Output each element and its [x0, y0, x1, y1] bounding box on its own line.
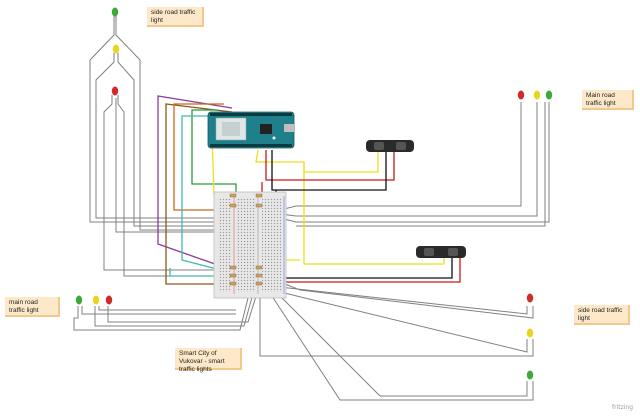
led-yellow — [526, 328, 534, 338]
breadboard — [213, 191, 287, 299]
traffic-light-side-road-right — [526, 293, 534, 380]
fritzing-logo: fritzing — [612, 404, 634, 411]
led-yellow — [112, 44, 120, 57]
note-side-road-top: side road traffic light — [147, 7, 204, 27]
led-red — [526, 293, 534, 303]
led-yellow — [533, 90, 541, 100]
led-green — [526, 370, 534, 380]
led-red — [111, 86, 119, 99]
resistors — [229, 193, 263, 286]
led-red — [105, 295, 113, 305]
note-main-road-left: main road traffic light — [5, 297, 60, 317]
note-text: Smart City of Vukovar - smart traffic li… — [179, 350, 225, 373]
note-main-road-right: Main road traffic light — [582, 90, 634, 110]
traffic-light-side-road-top — [111, 7, 120, 99]
note-side-road-right: side road traffic light — [574, 305, 630, 325]
note-text: Main road traffic light — [586, 92, 616, 107]
note-caption: Smart City of Vukovar - smart traffic li… — [175, 348, 242, 373]
traffic-light-main-road-right — [517, 90, 553, 100]
led-green — [545, 90, 553, 100]
note-text: side road traffic light — [151, 9, 196, 24]
led-green — [75, 295, 83, 305]
note-text: side road traffic light — [578, 307, 623, 322]
colored-wires — [157, 95, 461, 285]
note-text: main road traffic light — [9, 299, 39, 314]
traffic-light-main-road-left — [75, 295, 113, 305]
arduino-board — [207, 111, 295, 149]
ir-sensor-1 — [366, 140, 414, 152]
ir-sensor-2 — [416, 246, 466, 258]
led-yellow — [92, 295, 100, 305]
led-green — [111, 7, 119, 22]
led-red — [517, 90, 525, 100]
gray-wires — [73, 22, 550, 401]
